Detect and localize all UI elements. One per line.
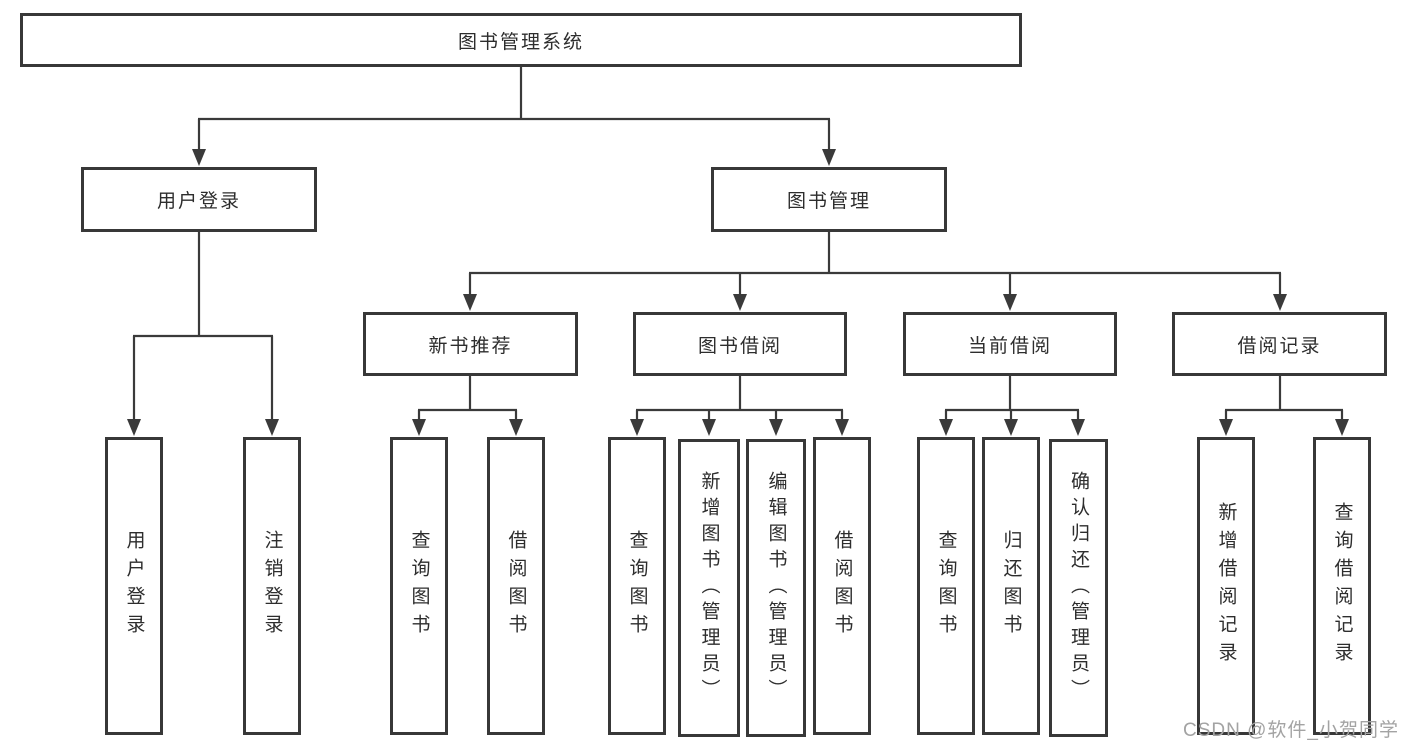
node-label: 编辑图书（管理员） xyxy=(765,471,787,705)
node-label: 查询图书 xyxy=(626,530,648,642)
node-label: 查询借阅记录 xyxy=(1331,502,1353,670)
leaf-add-books-admin: 新增图书（管理员） xyxy=(678,439,740,737)
node-current-borrowing: 当前借阅 xyxy=(903,312,1117,376)
node-label: 借阅图书 xyxy=(831,530,853,642)
arrowheads xyxy=(127,149,1349,436)
leaf-query-borrow-record: 查询借阅记录 xyxy=(1313,437,1371,735)
leaf-borrow-books-recommend: 借阅图书 xyxy=(487,437,545,735)
connector-root xyxy=(197,67,831,151)
node-label: 借阅记录 xyxy=(1237,335,1322,357)
node-label: 新增图书（管理员） xyxy=(698,471,720,705)
node-label: 当前借阅 xyxy=(967,335,1052,357)
connector-current-borrow xyxy=(944,376,1080,421)
node-label: 图书借阅 xyxy=(697,335,782,357)
leaf-logout: 注销登录 xyxy=(243,437,301,735)
leaf-return-books: 归还图书 xyxy=(982,437,1040,735)
leaf-user-login: 用户登录 xyxy=(105,437,163,735)
connector-book-borrow xyxy=(635,376,844,421)
node-label: 查询图书 xyxy=(408,530,430,642)
leaf-edit-books-admin: 编辑图书（管理员） xyxy=(746,439,806,737)
node-label: 图书管理 xyxy=(786,191,871,212)
connector-borrow-record xyxy=(1224,376,1344,421)
node-label: 图书管理系统 xyxy=(457,31,584,53)
connector-new-book xyxy=(417,376,518,421)
node-label: 借阅图书 xyxy=(505,530,527,642)
node-borrowing-records: 借阅记录 xyxy=(1172,312,1387,376)
leaf-add-borrow-record: 新增借阅记录 xyxy=(1197,437,1255,735)
node-label: 新增借阅记录 xyxy=(1215,502,1237,670)
node-label: 新书推荐 xyxy=(428,335,513,357)
node-label: 确认归还（管理员） xyxy=(1068,471,1089,705)
leaf-query-books-borrow: 查询图书 xyxy=(608,437,666,735)
connector-book-management xyxy=(468,232,1282,297)
leaf-borrow-books-borrow: 借阅图书 xyxy=(813,437,871,735)
leaf-query-books-current: 查询图书 xyxy=(917,437,975,735)
node-book-borrowing: 图书借阅 xyxy=(633,312,847,376)
leaf-confirm-return-admin: 确认归还（管理员） xyxy=(1049,439,1108,737)
node-label: 注销登录 xyxy=(261,530,283,642)
node-label: 归还图书 xyxy=(1000,530,1022,642)
connector-user-login xyxy=(132,232,274,421)
leaf-query-books-recommend: 查询图书 xyxy=(390,437,448,735)
node-user-login: 用户登录 xyxy=(81,167,317,232)
node-new-book-recommendation: 新书推荐 xyxy=(363,312,578,376)
node-label: 查询图书 xyxy=(935,530,957,642)
node-book-management: 图书管理 xyxy=(711,167,947,232)
node-library-system: 图书管理系统 xyxy=(20,13,1022,67)
node-label: 用户登录 xyxy=(123,530,145,642)
node-label: 用户登录 xyxy=(156,191,241,212)
csdn-watermark: CSDN @软件_小贺同学 xyxy=(1183,720,1399,741)
